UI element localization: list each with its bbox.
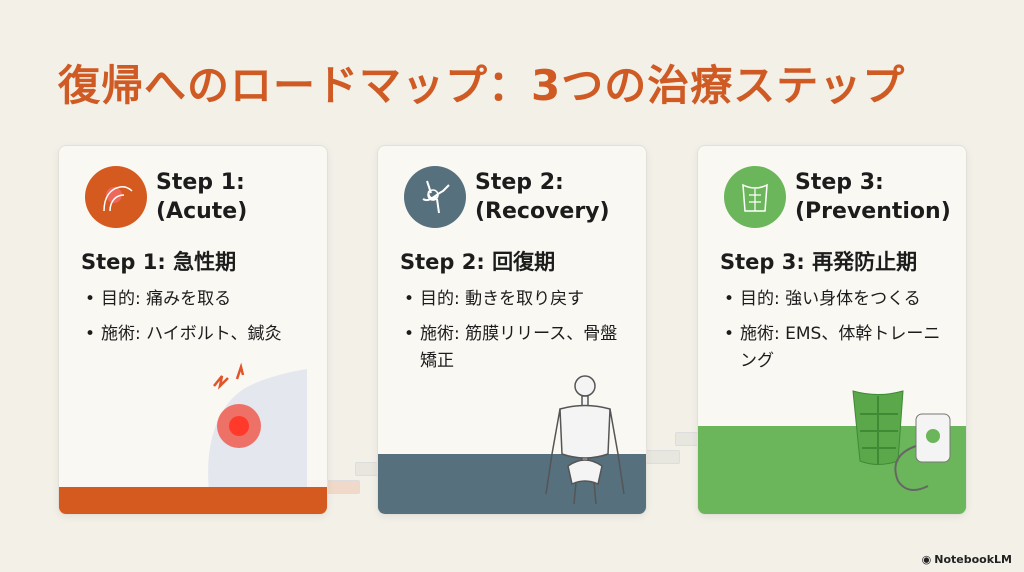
goal-bullet: 目的: 強い身体をつくる (724, 286, 954, 313)
shoulder-illustration (208, 362, 307, 491)
step-card-recovery: Step 2: (Recovery) Step 2: 回復期 目的: 動きを取り戻… (377, 145, 647, 515)
step-card-prevention: Step 3: (Prevention) Step 3: 再発防止期 目的: 強い… (697, 145, 967, 515)
page-title: 復帰へのロードマップ：3つの治療ステップ (58, 61, 906, 110)
notebooklm-logo-icon: ◉ (921, 553, 932, 566)
step-label: Step 1: (156, 170, 245, 195)
step-phase: (Acute) (156, 199, 248, 224)
step-card-acute: Step 1: (Acute) Step 1: 急性期 目的: 痛みを取る 施術:… (58, 145, 328, 515)
step-phase: (Prevention) (795, 199, 951, 224)
footer-text: NotebookLM (934, 553, 1012, 566)
step-base-slate (378, 454, 646, 514)
ems-device-illustration (852, 390, 951, 491)
step-label: Step 3: (795, 170, 884, 195)
step-heading: Step 3: 再発防止期 (720, 250, 918, 274)
notebooklm-watermark: ◉NotebookLM (922, 553, 1012, 566)
step-label: Step 2: (475, 170, 564, 195)
skeleton-illustration (545, 375, 625, 504)
joint-icon (404, 166, 466, 228)
torso-icon (724, 166, 786, 228)
step-base-orange (59, 487, 327, 514)
shoulder-pain-icon (85, 166, 147, 228)
step-heading: Step 1: 急性期 (81, 250, 237, 274)
treatment-bullet: 施術: EMS、体幹トレーニング (724, 321, 954, 375)
treatment-bullet: 施術: 筋膜リリース、骨盤矯正 (404, 321, 634, 375)
step-phase: (Recovery) (475, 199, 610, 224)
goal-bullet: 目的: 痛みを取る (85, 286, 315, 313)
goal-bullet: 目的: 動きを取り戻す (404, 286, 634, 313)
step-heading: Step 2: 回復期 (400, 250, 556, 274)
treatment-bullet: 施術: ハイボルト、鍼灸 (85, 321, 315, 348)
